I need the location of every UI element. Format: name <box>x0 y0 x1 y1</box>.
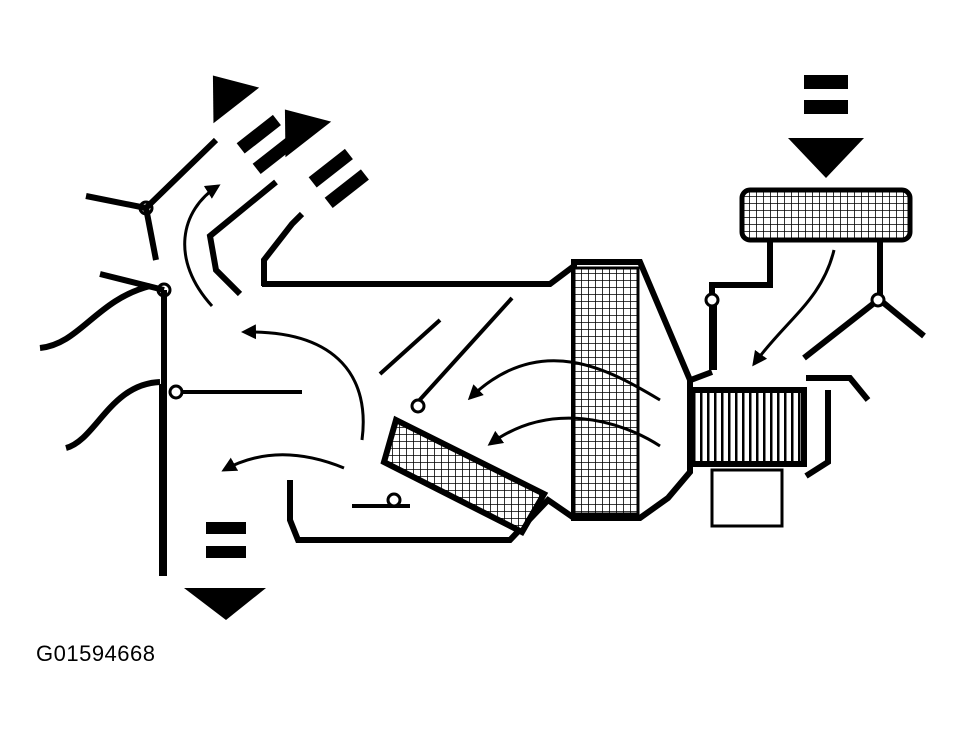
intake-housing <box>709 240 926 370</box>
outside-air-inlet-arrow <box>788 75 864 178</box>
heater-core <box>380 415 549 536</box>
evaporator-core <box>571 259 693 521</box>
airflow-arrows <box>183 184 836 472</box>
blower-fan <box>677 387 807 467</box>
recirc-door-hinges <box>704 292 886 308</box>
figure-id-label: G01594668 <box>36 641 156 666</box>
intake-filter <box>739 187 913 243</box>
vent-outlet-arrow <box>284 109 369 208</box>
floor-outlet-arrow <box>184 522 266 620</box>
defrost-outlet-arrow <box>212 75 297 174</box>
blower-motor <box>710 468 784 528</box>
hvac-case-walls <box>262 263 576 543</box>
blend-doors <box>176 296 514 508</box>
outlet-ducts <box>39 137 305 576</box>
